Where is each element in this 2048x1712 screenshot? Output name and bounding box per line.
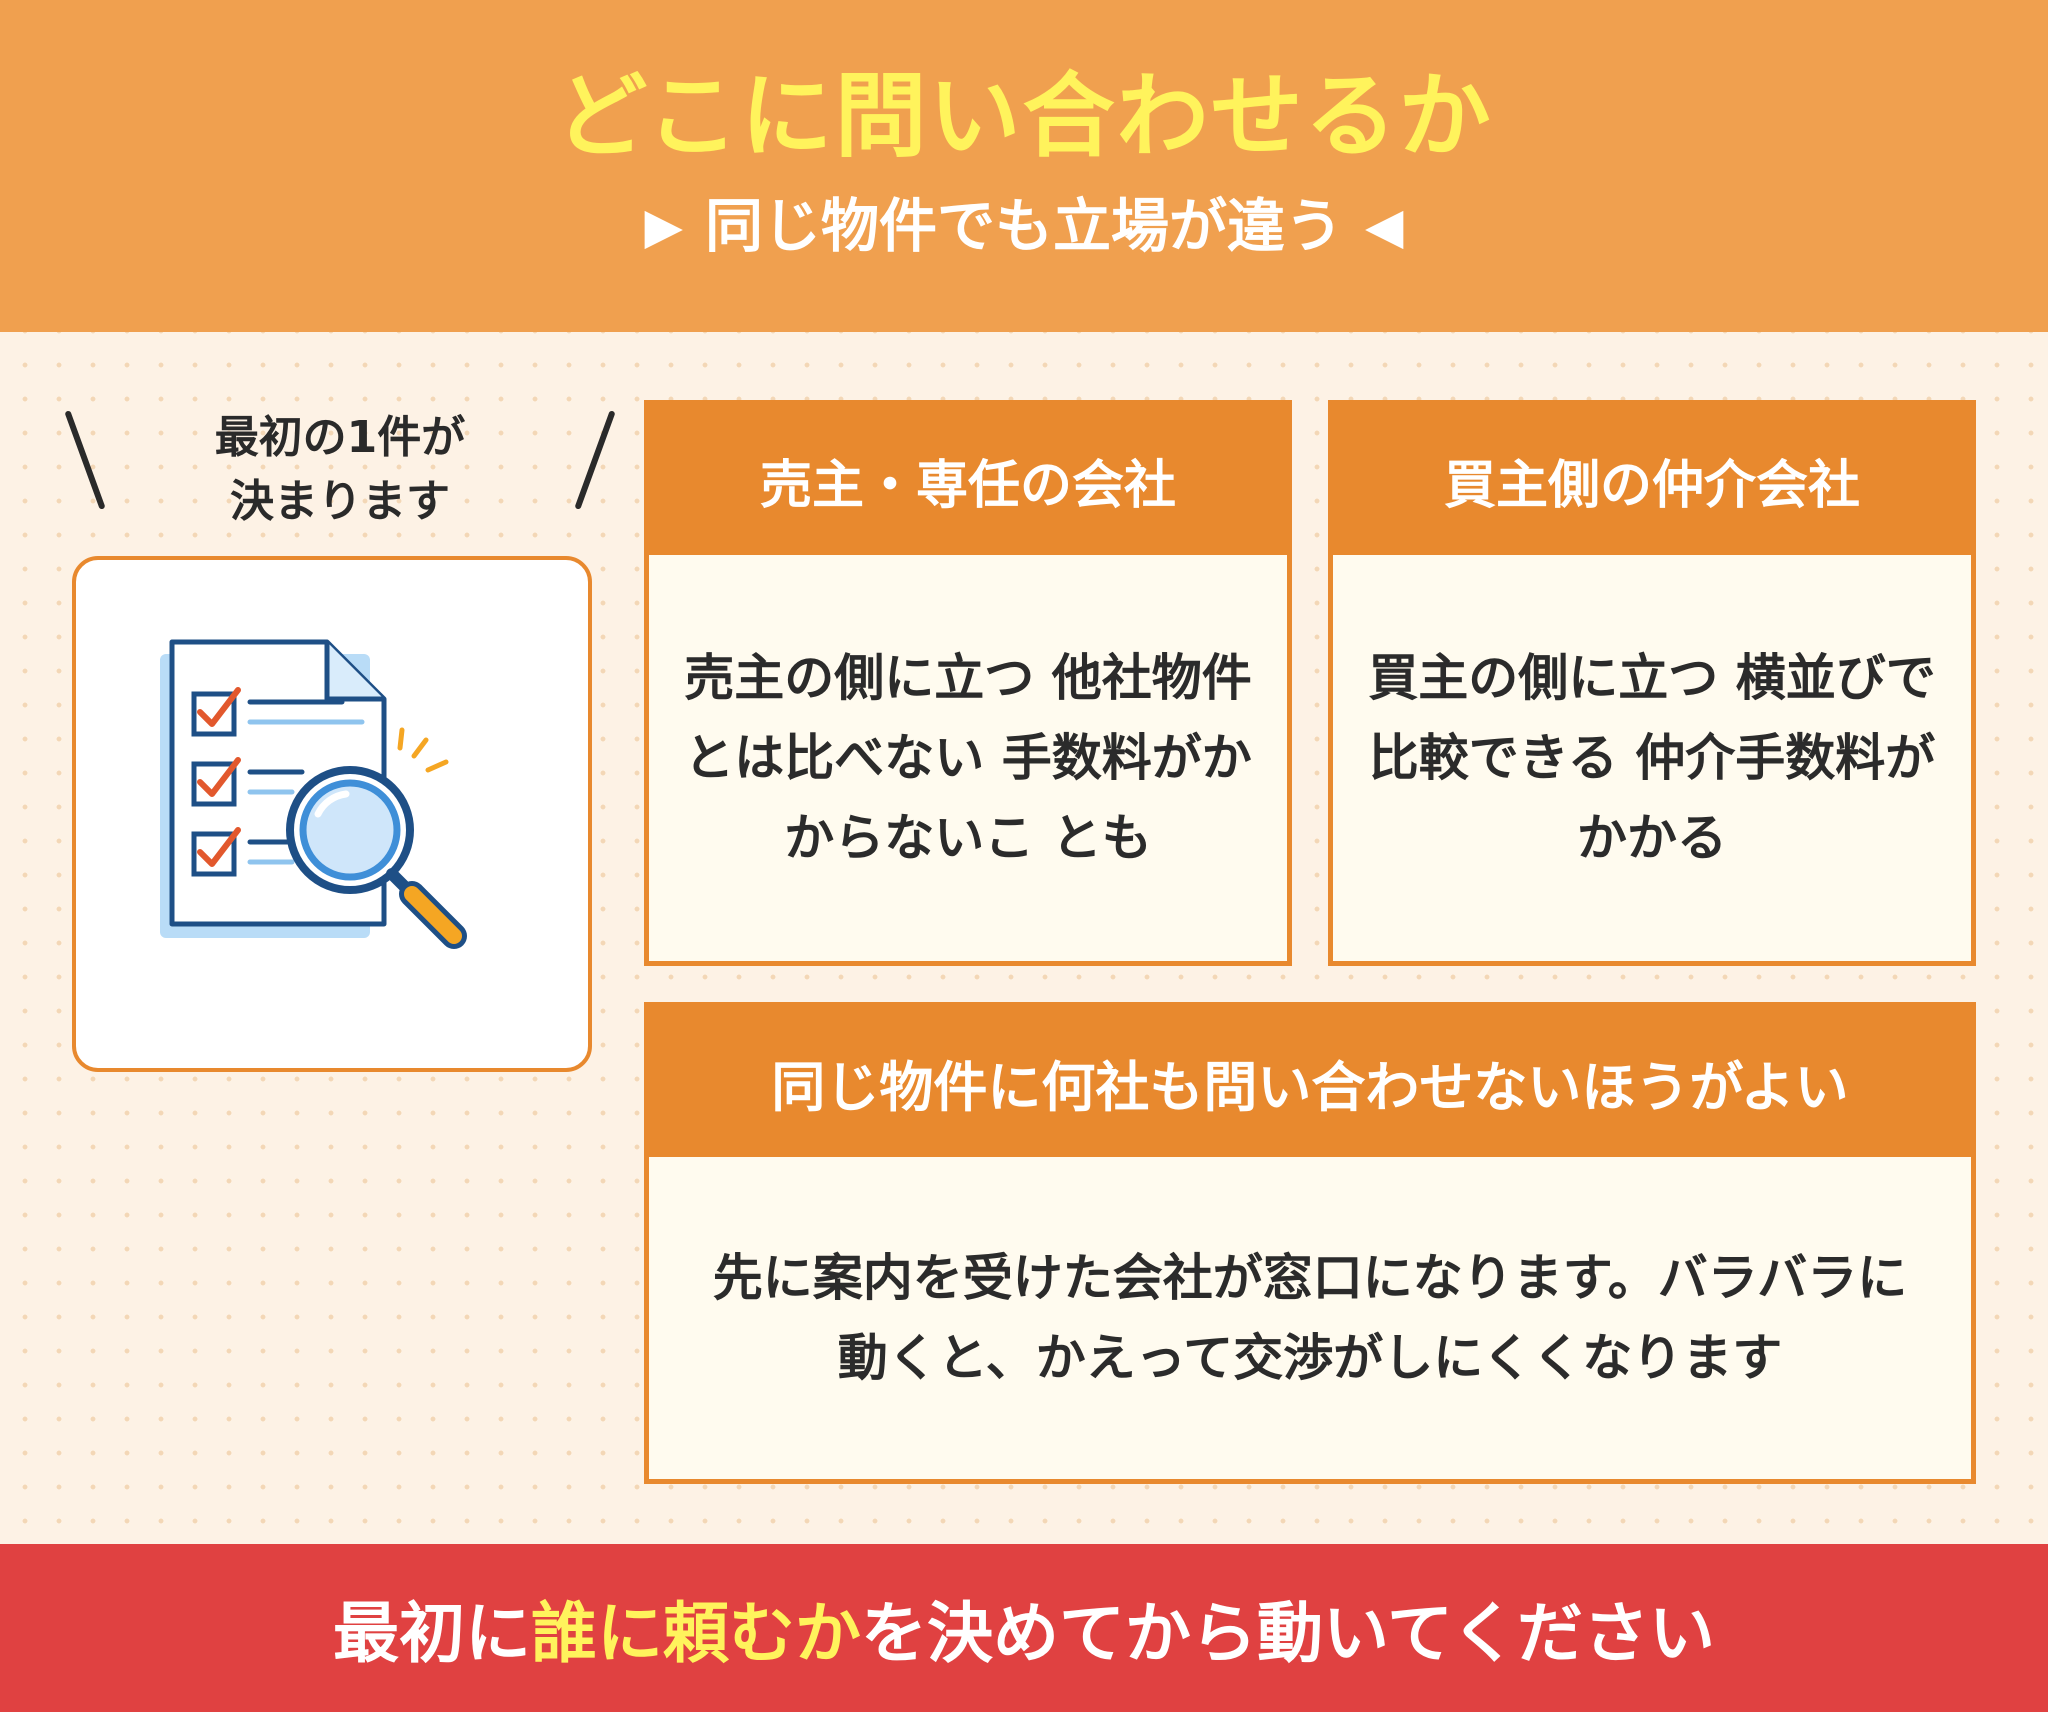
- checklist-magnifier-icon: [160, 639, 467, 949]
- emphasis-line-left: [64, 410, 106, 510]
- card-buyer-body: 買主の側に立つ 横並びで比較できる 仲介手数料がかかる: [1368, 649, 1936, 867]
- footer-text-start: 最初に: [332, 1595, 531, 1672]
- emphasis-line-right: [574, 410, 616, 510]
- subtitle-text: 同じ物件でも立場が違う: [704, 192, 1343, 260]
- page-subtitle: ▶ 同じ物件でも立場が違う ◀: [623, 197, 1426, 255]
- card-inquiry-note: 同じ物件に何社も問い合わせないほうがよい 先に案内を受けた会社が窓口になります。…: [644, 1002, 1976, 1484]
- page-title: どこに問い合わせるか: [555, 63, 1493, 170]
- card-buyer-agent: 買主側の仲介会社 買主の側に立つ 横並びで比較できる 仲介手数料がかかる: [1328, 400, 1976, 966]
- triangle-left-icon: ◀: [1365, 197, 1404, 255]
- footer-text-end: を決めてから動いてください: [860, 1595, 1716, 1672]
- caption-text: 最初の1件が 決まります: [150, 406, 530, 534]
- card-seller-body: 売主の側に立つ 他社物件とは比べない 手数料がかからないこ とも: [684, 649, 1252, 867]
- card-note-title: 同じ物件に何社も問い合わせないほうがよい: [649, 1007, 1971, 1157]
- speech-caption: 最初の1件が 決まります: [60, 400, 620, 530]
- card-seller-agent: 売主・専任の会社 売主の側に立つ 他社物件とは比べない 手数料がかからないこ と…: [644, 400, 1292, 966]
- illustration-card: [72, 556, 592, 1072]
- triangle-right-icon: ▶: [644, 197, 683, 255]
- card-buyer-title: 買主側の仲介会社: [1333, 405, 1971, 555]
- footer-banner: 最初に誰に頼むかを決めてから動いてください: [0, 1544, 2048, 1712]
- header-banner: どこに問い合わせるか ▶ 同じ物件でも立場が違う ◀: [0, 0, 2048, 332]
- card-seller-title: 売主・専任の会社: [649, 405, 1287, 555]
- caption-line-2: 決まります: [230, 476, 450, 527]
- caption-line-1: 最初の1件が: [214, 412, 466, 463]
- footer-highlight: 誰に頼むか: [530, 1595, 861, 1672]
- card-note-body: 先に案内を受けた会社が窓口になります。バラバラに動くと、かえって交渉がしにくくな…: [712, 1249, 1908, 1387]
